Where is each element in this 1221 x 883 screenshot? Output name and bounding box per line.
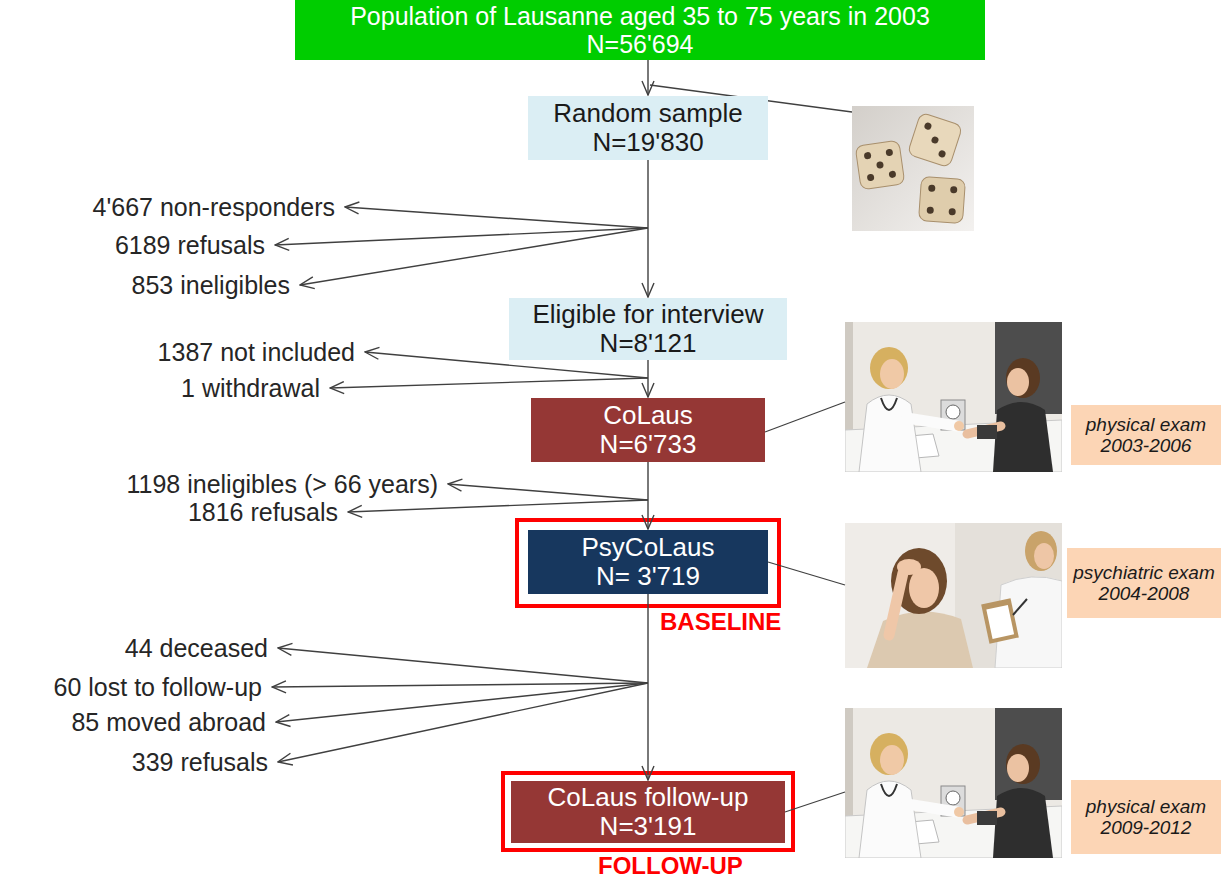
box-text: PsyCoLaus <box>582 533 715 562</box>
psychiatric-exam-photo <box>845 523 1062 668</box>
exclusion-label: 1387 not included <box>158 338 355 367</box>
die-pip <box>885 149 893 157</box>
leader-line <box>785 792 845 812</box>
flow-arrow <box>647 360 648 397</box>
box-text: N= 3'719 <box>596 562 700 591</box>
die-pip <box>924 122 933 131</box>
exclusion-arrow <box>330 378 648 388</box>
box-text: psychiatric exam 2004-2008 <box>1073 562 1215 604</box>
exam-note-box: physical exam 2009-2012 <box>1071 780 1221 854</box>
box-text: physical exam 2003-2006 <box>1077 414 1215 456</box>
physical-exam-photo <box>845 322 1062 472</box>
process-box: Eligible for interviewN=8'121 <box>509 298 787 360</box>
exclusion-arrow <box>348 500 648 512</box>
box-text: N=56'694 <box>587 30 694 58</box>
die-pip <box>876 161 884 169</box>
die-pip <box>931 136 940 145</box>
exclusion-arrow <box>278 648 648 683</box>
exclusion-label: 853 ineligibles <box>132 271 290 300</box>
exclusion-arrow <box>278 683 648 762</box>
physical-exam-photo <box>845 708 1062 858</box>
exclusion-label: 60 lost to follow-up <box>54 673 262 702</box>
exclusion-arrow <box>276 683 648 722</box>
box-text: N=3'191 <box>600 812 697 841</box>
box-text: Random sample <box>553 99 742 128</box>
exclusion-label: 6189 refusals <box>115 231 265 260</box>
exclusion-label: 1 withdrawal <box>181 374 320 403</box>
stage-label: BASELINE <box>660 609 781 635</box>
die-pip <box>867 173 875 181</box>
exam-note-box: physical exam 2003-2006 <box>1071 405 1221 465</box>
exam-note-box: psychiatric exam 2004-2008 <box>1067 548 1221 618</box>
flow-arrow <box>647 594 648 780</box>
stage-label: FOLLOW-UP <box>598 853 743 879</box>
exclusion-arrow <box>345 207 648 228</box>
exclusion-arrow <box>300 228 648 285</box>
exclusion-arrow <box>272 683 648 687</box>
die-pip <box>928 185 935 192</box>
die-pip <box>864 152 872 160</box>
follow-up-frame <box>503 773 793 850</box>
die-pip <box>950 186 957 193</box>
exclusion-label: 1198 ineligibles (> 66 years) <box>126 470 438 499</box>
die-body <box>919 177 966 224</box>
box-text: N=6'733 <box>600 430 697 459</box>
leader-line <box>765 402 845 432</box>
box-text: Eligible for interview <box>532 300 763 329</box>
die-pip <box>927 206 934 213</box>
leader-line <box>768 562 845 585</box>
die <box>919 177 966 224</box>
box-text: physical exam 2009-2012 <box>1077 796 1215 838</box>
exclusion-label: 339 refusals <box>132 748 268 777</box>
dice-photo <box>852 106 974 231</box>
exclusion-arrow <box>448 484 648 500</box>
flow-arrow <box>647 160 648 297</box>
box-text: CoLaus <box>603 401 693 430</box>
die <box>907 112 962 167</box>
flow-arrow <box>647 60 648 95</box>
box-text: N=19'830 <box>592 128 703 157</box>
box-text: Population of Lausanne aged 35 to 75 yea… <box>350 2 930 30</box>
exclusion-label: 1816 refusals <box>188 498 338 527</box>
box-text: CoLaus follow-up <box>548 783 749 812</box>
process-box: PsyCoLausN= 3'719 <box>528 530 768 594</box>
die-body <box>855 140 905 190</box>
die-pip <box>888 170 896 178</box>
flow-arrow <box>647 462 648 529</box>
exclusion-label: 44 deceased <box>125 634 268 663</box>
die-pip <box>948 208 955 215</box>
die <box>855 140 905 190</box>
process-box: CoLaus follow-upN=3'191 <box>511 781 785 843</box>
exclusion-label: 85 moved abroad <box>71 708 266 737</box>
die-body <box>907 112 962 167</box>
baseline-frame <box>517 520 779 606</box>
process-box: Population of Lausanne aged 35 to 75 yea… <box>295 0 985 60</box>
process-box: Random sampleN=19'830 <box>528 96 768 160</box>
die-pip <box>938 149 947 158</box>
box-text: N=8'121 <box>600 329 697 358</box>
process-box: CoLausN=6'733 <box>531 398 765 462</box>
exclusion-label: 4'667 non-responders <box>93 193 335 222</box>
